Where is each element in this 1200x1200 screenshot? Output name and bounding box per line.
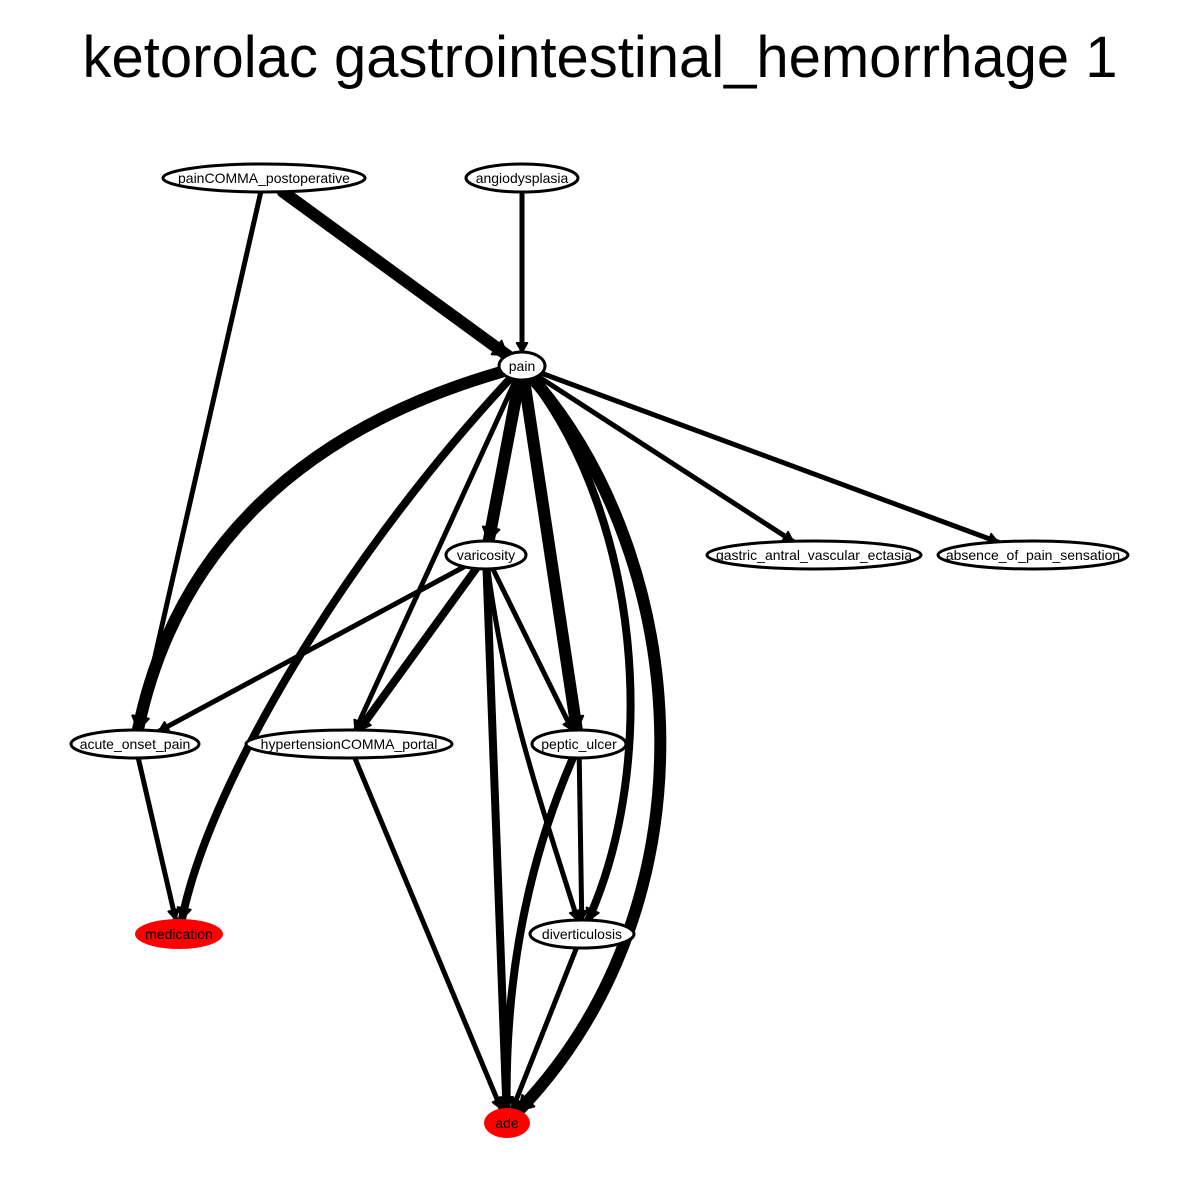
arrowhead-diverticulosis-to-ade bbox=[510, 1097, 522, 1110]
node-label-medication: medication bbox=[145, 926, 213, 942]
node-label-diverticulosis: diverticulosis bbox=[542, 926, 622, 942]
node-shape-gastric_antral_vascular_ectasia bbox=[705, 539, 923, 571]
node-shape-varicosity bbox=[444, 539, 528, 571]
arrowhead-pain-to-acute_onset_pain bbox=[131, 714, 150, 732]
edge-acute_onset_pain-to-medication bbox=[135, 755, 179, 922]
node-shape-absence_of_pain_sensation bbox=[936, 539, 1130, 571]
arrowhead-peptic_ulcer-to-diverticulosis bbox=[575, 909, 588, 922]
node-label-ade: ade bbox=[495, 1115, 519, 1131]
arrowhead-hypertensionCOMMA_portal-to-ade bbox=[491, 1097, 504, 1110]
edge-varicosity-to-diverticulosis bbox=[485, 566, 581, 923]
node-label-peptic_ulcer: peptic_ulcer bbox=[541, 736, 617, 752]
node-shape-diverticulosis bbox=[528, 918, 636, 950]
edge-pain-to-medication bbox=[178, 374, 515, 924]
node-shape-hypertensionCOMMA_portal bbox=[244, 728, 454, 760]
edge-painCOMMA_postoperative-to-pain bbox=[276, 185, 514, 362]
edge-pain-to-gastric_antral_vascular_ectasia bbox=[535, 373, 796, 544]
arrowhead-peptic_ulcer-to-ade bbox=[498, 1096, 515, 1110]
node-label-varicosity: varicosity bbox=[457, 547, 515, 563]
node-gastric_antral_vascular_ectasia: gastric_antral_vascular_ectasia bbox=[705, 539, 923, 571]
node-medication: medication bbox=[135, 919, 223, 949]
node-painCOMMA_postoperative: painCOMMA_postoperative bbox=[161, 162, 367, 194]
edge-pain-to-acute_onset_pain bbox=[131, 365, 508, 737]
node-label-absence_of_pain_sensation: absence_of_pain_sensation bbox=[946, 547, 1120, 563]
edges-layer bbox=[131, 185, 1001, 1117]
arrowhead-varicosity-to-hypertensionCOMMA_portal bbox=[358, 716, 372, 732]
node-varicosity: varicosity bbox=[444, 539, 528, 571]
arrowhead-acute_onset_pain-to-medication bbox=[167, 908, 180, 921]
node-label-gastric_antral_vascular_ectasia: gastric_antral_vascular_ectasia bbox=[716, 547, 912, 563]
node-hypertensionCOMMA_portal: hypertensionCOMMA_portal bbox=[244, 728, 454, 760]
edge-varicosity-to-peptic_ulcer bbox=[490, 566, 575, 733]
arrowhead-pain-to-varicosity bbox=[481, 525, 501, 543]
edge-varicosity-to-ade bbox=[482, 564, 511, 1112]
node-ade: ade bbox=[484, 1108, 530, 1138]
node-shape-ade bbox=[484, 1108, 530, 1138]
node-peptic_ulcer: peptic_ulcer bbox=[530, 728, 628, 760]
node-label-pain: pain bbox=[509, 358, 535, 374]
edge-pain-to-peptic_ulcer bbox=[518, 373, 583, 737]
node-pain: pain bbox=[497, 350, 547, 382]
node-absence_of_pain_sensation: absence_of_pain_sensation bbox=[936, 539, 1130, 571]
edge-painCOMMA_postoperative-to-acute_onset_pain bbox=[135, 189, 264, 733]
node-shape-pain bbox=[497, 350, 547, 382]
graph-title: ketorolac gastrointestinal_hemorrhage 1 bbox=[82, 25, 1118, 90]
edge-varicosity-to-hypertensionCOMMA_portal bbox=[355, 564, 481, 735]
node-shape-acute_onset_pain bbox=[69, 728, 201, 760]
node-shape-painCOMMA_postoperative bbox=[161, 162, 367, 194]
node-label-hypertensionCOMMA_portal: hypertensionCOMMA_portal bbox=[261, 736, 438, 752]
edge-hypertensionCOMMA_portal-to-ade bbox=[352, 755, 504, 1112]
arrowhead-pain-to-medication bbox=[176, 906, 192, 921]
edge-pain-to-varicosity bbox=[482, 373, 526, 548]
node-angiodysplasia: angiodysplasia bbox=[464, 162, 580, 194]
node-diverticulosis: diverticulosis bbox=[528, 918, 636, 950]
edge-pain-to-ade bbox=[513, 372, 667, 1117]
edge-peptic_ulcer-to-diverticulosis bbox=[576, 755, 585, 923]
node-label-angiodysplasia: angiodysplasia bbox=[476, 170, 569, 186]
edge-peptic_ulcer-to-ade bbox=[502, 753, 577, 1112]
node-label-acute_onset_pain: acute_onset_pain bbox=[80, 736, 191, 752]
arrowhead-pain-to-diverticulosis bbox=[585, 906, 600, 922]
node-label-painCOMMA_postoperative: painCOMMA_postoperative bbox=[178, 170, 350, 186]
edge-pain-to-absence_of_pain_sensation bbox=[539, 370, 1001, 545]
edge-varicosity-to-acute_onset_pain bbox=[156, 564, 467, 734]
arrowhead-angiodysplasia-to-pain bbox=[515, 342, 529, 353]
node-shape-peptic_ulcer bbox=[530, 728, 628, 760]
edge-pain-to-hypertensionCOMMA_portal bbox=[352, 376, 519, 733]
arrowhead-varicosity-to-peptic_ulcer bbox=[562, 718, 574, 732]
node-acute_onset_pain: acute_onset_pain bbox=[69, 728, 201, 760]
arrowhead-painCOMMA_postoperative-to-pain bbox=[490, 339, 509, 357]
edge-pain-to-diverticulosis bbox=[527, 374, 635, 925]
nodes-layer: painCOMMA_postoperative angiodysplasia pai… bbox=[69, 162, 1130, 1138]
edge-diverticulosis-to-ade bbox=[510, 945, 579, 1111]
node-shape-medication bbox=[135, 919, 223, 949]
node-shape-angiodysplasia bbox=[464, 162, 580, 194]
